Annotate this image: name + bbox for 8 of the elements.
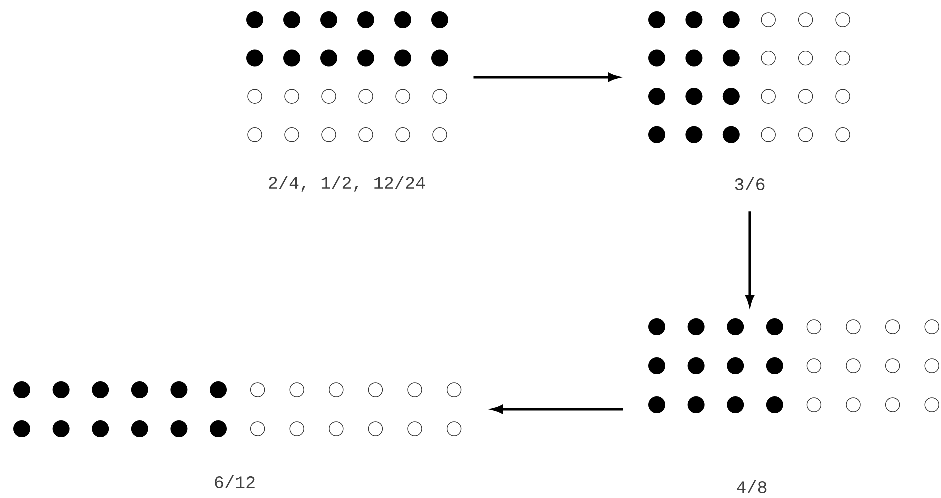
fraction-caption: 4/8 [737,480,767,494]
fraction-caption: 2/4, 1/2, 12/24 [269,176,426,192]
fraction-caption: 6/12 [215,476,255,488]
dot-grid-drawing [648,318,940,414]
dot-grid-drawing [14,382,462,438]
dot-grid-drawing [246,12,448,142]
fraction-caption: 3/6 [735,178,765,190]
dot-grid-drawing [648,12,850,144]
